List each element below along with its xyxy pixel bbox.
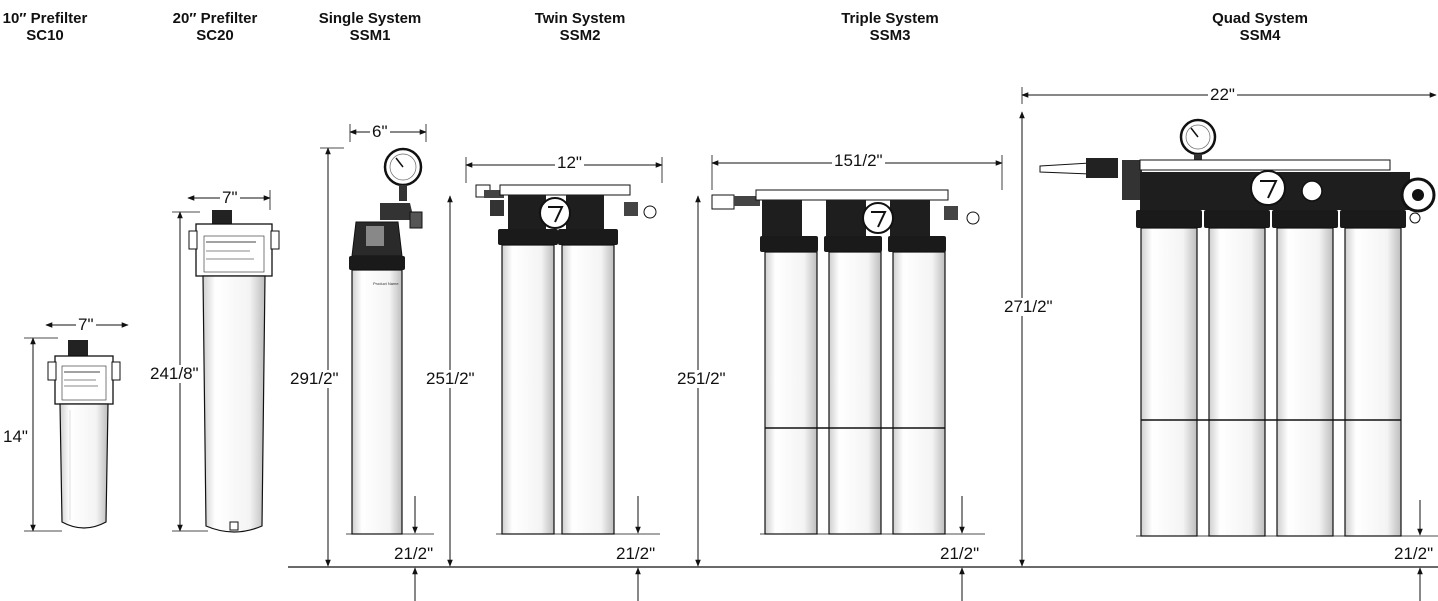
sc20-height-fraction: 1/8" — [168, 364, 199, 383]
ssm1-clearance-fraction: 1/2" — [403, 544, 434, 563]
ssm1-width-label: 6" — [370, 122, 390, 141]
ssm2-height-whole: 25 — [426, 369, 445, 388]
ssm3-width-whole: 15 — [834, 151, 853, 170]
ssm1-height-fraction: 1/2" — [308, 369, 339, 388]
ssm4-clearance-label: 21/2" — [1392, 544, 1436, 563]
ssm4-height-whole: 27 — [1004, 297, 1023, 316]
sc10-filter-housing — [47, 340, 121, 529]
ssm2-twin-system — [475, 184, 657, 535]
ssm2-clearance-whole: 2 — [616, 544, 626, 563]
sc20-height-whole: 24 — [150, 364, 169, 383]
ssm1-clearance-whole: 2 — [394, 544, 404, 563]
sc10-width-label: 7" — [76, 315, 96, 334]
ssm3-height-fraction: 1/2" — [695, 369, 726, 388]
ssm2-clearance-label: 21/2" — [614, 544, 658, 563]
ssm3-height-label: 251/2" — [675, 370, 728, 388]
ssm4-quad-system — [1039, 118, 1436, 537]
ssm2-clearance-fraction: 1/2" — [625, 544, 656, 563]
sc20-height-label: 241/8" — [148, 365, 201, 383]
ssm1-clearance-label: 21/2" — [392, 544, 436, 563]
sc20-width-label: 7" — [220, 188, 240, 207]
ssm2-height-fraction: 1/2" — [444, 369, 475, 388]
ssm4-height-fraction: 1/2" — [1022, 297, 1053, 316]
ssm2-height-label: 251/2" — [424, 370, 477, 388]
ssm3-height-whole: 25 — [677, 369, 696, 388]
ssm1-height-whole: 29 — [290, 369, 309, 388]
ssm3-triple-system — [711, 189, 980, 535]
sc20-filter-housing — [188, 210, 280, 533]
ssm1-height-label: 291/2" — [288, 370, 341, 388]
ssm4-clearance-whole: 2 — [1394, 544, 1404, 563]
ssm3-clearance-whole: 2 — [940, 544, 950, 563]
ssm3-clearance-label: 21/2" — [938, 544, 982, 563]
ssm3-clearance-fraction: 1/2" — [949, 544, 980, 563]
ssm2-width-label: 12" — [555, 153, 584, 172]
ssm1-single-system: Product Name — [349, 147, 423, 535]
sc10-height-label: 14" — [1, 427, 30, 446]
ssm3-width-fraction: 1/2" — [852, 151, 883, 170]
ssm4-clearance-fraction: 1/2" — [1403, 544, 1434, 563]
ssm3-width-label: 151/2" — [832, 152, 885, 170]
svg-text:Product Name: Product Name — [373, 281, 399, 286]
ssm4-width-label: 22" — [1208, 85, 1237, 104]
ssm4-height-label: 271/2" — [1002, 298, 1055, 316]
